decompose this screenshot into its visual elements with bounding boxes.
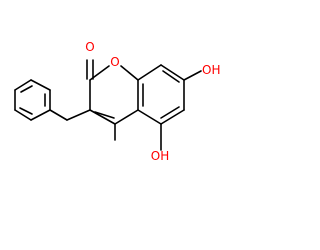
bond — [14, 79, 32, 91]
ring-oxygen-label: O — [110, 55, 119, 69]
structure-diagram: O O OH OH — [14, 40, 220, 163]
bond — [160, 109, 185, 125]
pyranone-ring — [89, 65, 139, 125]
bond — [160, 64, 185, 81]
double-bond-inner — [19, 107, 33, 115]
bond — [30, 79, 51, 91]
double-bond-inner — [160, 106, 180, 119]
phenyl-ring — [14, 79, 51, 121]
hydroxyl-label: OH — [202, 63, 220, 77]
bond — [114, 109, 139, 125]
methylene-bond — [49, 109, 68, 121]
bond — [137, 109, 162, 125]
double-bond-inner — [20, 85, 33, 93]
bond — [89, 109, 116, 125]
benzo-ring — [137, 64, 185, 125]
bond — [14, 109, 32, 121]
double-bond-inner — [162, 70, 180, 83]
bond — [137, 64, 162, 81]
carbonyl-oxygen-label: O — [85, 40, 94, 54]
double-bond-inner — [94, 111, 115, 119]
methylene-bond — [66, 109, 91, 121]
hydroxyl-bond — [183, 70, 202, 81]
bond — [120, 65, 139, 81]
hydroxyl-label: OH — [151, 149, 169, 163]
bond — [30, 109, 51, 121]
